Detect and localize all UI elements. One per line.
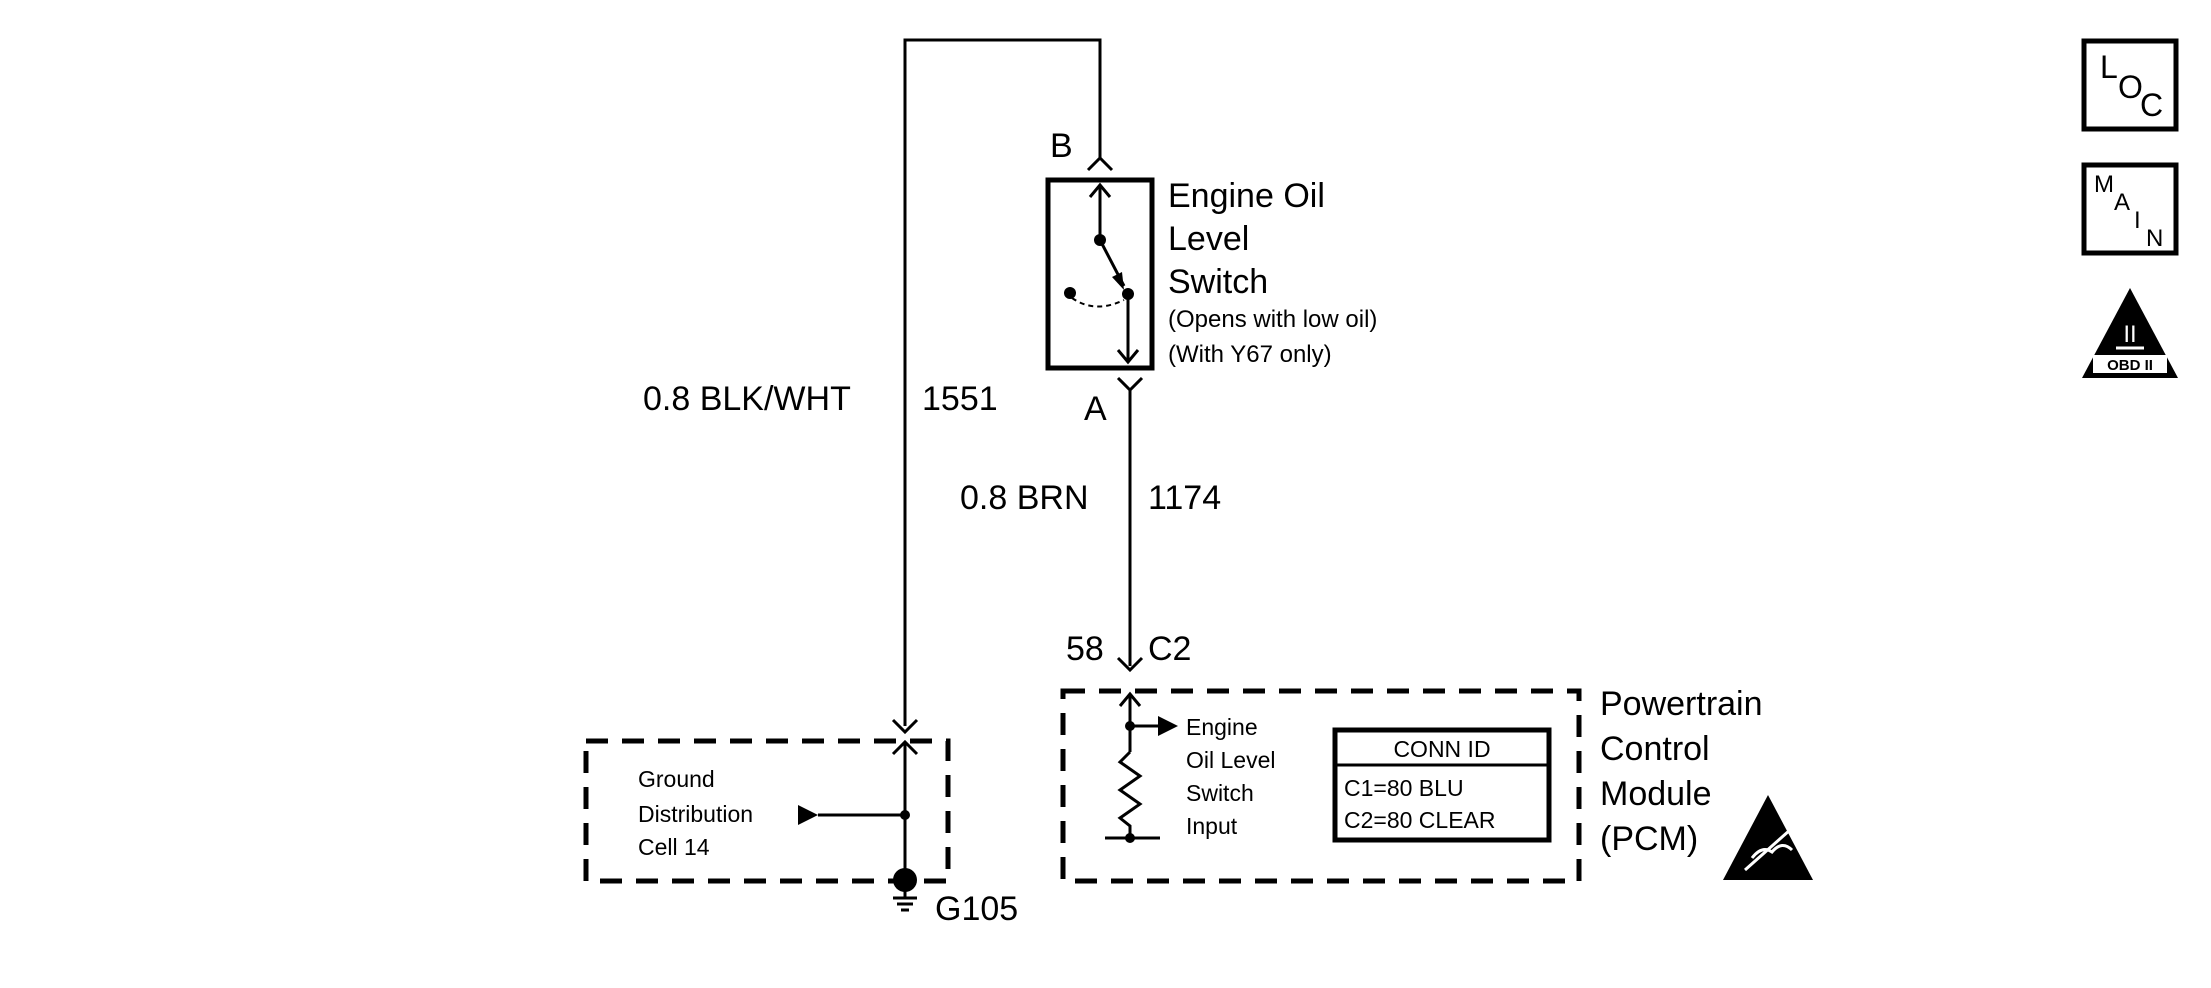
pcm-name-line4: (PCM) — [1600, 820, 1698, 858]
ground-cell-line3: Cell 14 — [638, 834, 710, 860]
conn-id-c1: C1=80 BLU — [1344, 775, 1464, 801]
esd-warning-icon — [1723, 795, 1813, 880]
switch-pin-b-label: B — [1050, 127, 1073, 165]
engine-oil-level-switch — [1045, 177, 1155, 371]
pcm-input-line4: Input — [1186, 813, 1238, 839]
ground-distribution-circuit — [798, 718, 919, 880]
ground-cell-line1: Ground — [638, 766, 715, 792]
ground-distribution-box — [583, 738, 951, 884]
switch-pin-a-label: A — [1084, 390, 1107, 428]
pcm-connector-mark — [1116, 656, 1144, 673]
signal-wire-circuit-label: 1174 — [1148, 479, 1221, 517]
switch-name-line2: Level — [1168, 220, 1249, 258]
conn-id-table — [1332, 727, 1552, 843]
signal-wire-color-label: 0.8 BRN — [960, 479, 1089, 517]
svg-text:OBD II: OBD II — [2107, 357, 2153, 374]
ground-g105-icon — [893, 868, 917, 912]
main-icon[interactable]: M A I N — [2081, 162, 2179, 256]
switch-pin-b-connector — [1086, 155, 1114, 172]
svg-text:L: L — [2100, 49, 2118, 85]
pcm-module-box — [1060, 688, 1582, 884]
switch-pin-a-connector — [1116, 376, 1144, 393]
pcm-input-circuit — [1105, 691, 1178, 843]
switch-note-2: (With Y67 only) — [1168, 341, 1332, 368]
conn-id-c2: C2=80 CLEAR — [1344, 807, 1496, 833]
pcm-name-line3: Module — [1600, 775, 1712, 813]
switch-name-line1: Engine Oil — [1168, 177, 1325, 215]
svg-text:O: O — [2118, 69, 2143, 105]
pcm-pin-label: 58 — [1066, 630, 1104, 668]
ground-cell-line2: Distribution — [638, 801, 753, 827]
ground-wire-color-label: 0.8 BLK/WHT — [643, 380, 851, 418]
pcm-name-line2: Control — [1600, 730, 1710, 768]
conn-id-title: CONN ID — [1393, 736, 1490, 762]
svg-text:N: N — [2146, 225, 2163, 252]
svg-text:I: I — [2134, 207, 2141, 234]
loc-icon[interactable]: L O C — [2081, 38, 2179, 132]
svg-text:A: A — [2114, 189, 2130, 216]
pcm-connector-label: C2 — [1148, 630, 1191, 668]
ground-wire-circuit-label: 1551 — [922, 380, 998, 418]
svg-text:M: M — [2094, 171, 2114, 198]
pcm-name-line1: Powertrain — [1600, 685, 1763, 723]
svg-text:C: C — [2140, 87, 2163, 123]
switch-name-line3: Switch — [1168, 263, 1268, 301]
pcm-input-line2: Oil Level — [1186, 747, 1275, 773]
ground-id-label: G105 — [935, 890, 1018, 928]
svg-text:II: II — [2123, 321, 2136, 348]
obd-ii-icon[interactable]: II OBD II — [2082, 288, 2178, 378]
pcm-input-line3: Switch — [1186, 780, 1254, 806]
pcm-input-line1: Engine — [1186, 714, 1258, 740]
ground-wire-1551 — [903, 38, 1102, 726]
switch-note-1: (Opens with low oil) — [1168, 306, 1377, 333]
